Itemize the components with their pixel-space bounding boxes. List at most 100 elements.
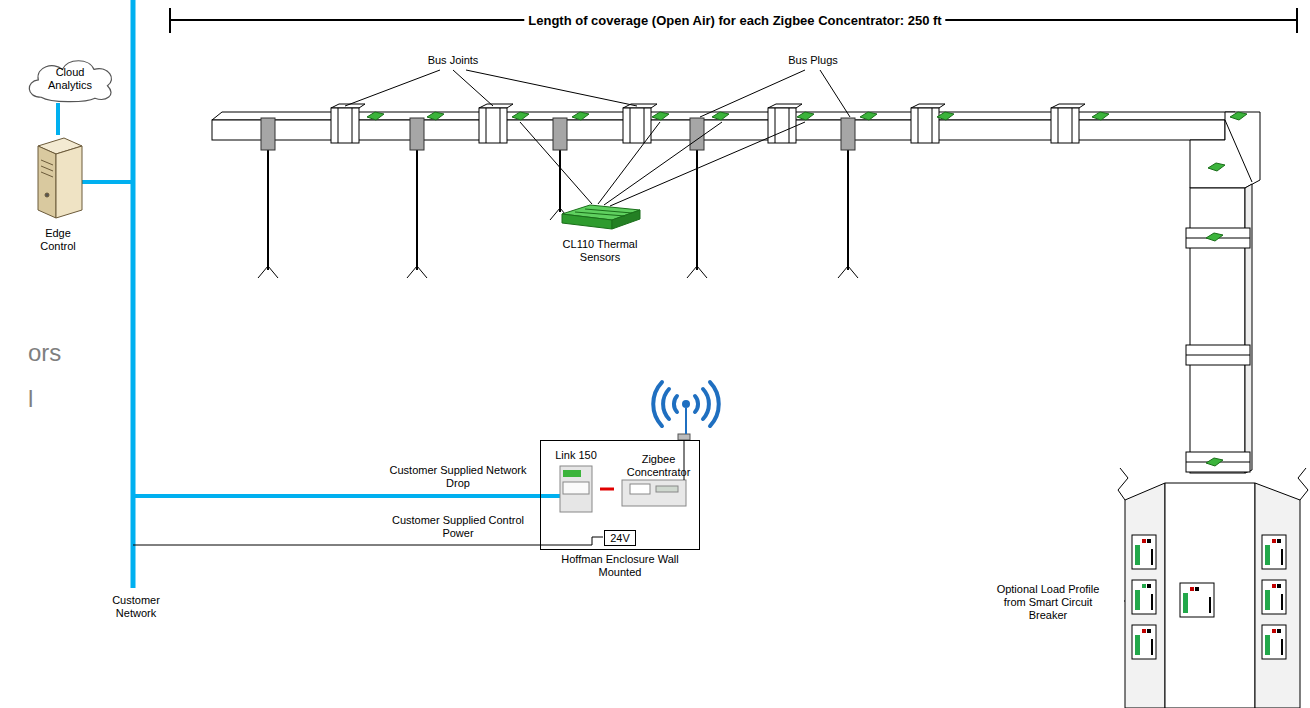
bus-joint — [623, 108, 651, 143]
bus-joint — [352, 108, 353, 143]
switchboard — [1118, 468, 1308, 708]
thermal-sensor — [572, 112, 589, 120]
enclosure-box: Hoffman Enclosure Wall MountedLink 150Zi… — [540, 440, 700, 550]
bus-plug — [258, 266, 278, 278]
breaker-bar — [1265, 545, 1270, 565]
thermal-sensor — [860, 112, 877, 120]
breaker-bar — [1265, 635, 1270, 655]
breaker-led — [1277, 584, 1281, 588]
bus-joint — [789, 108, 790, 143]
bus-plug — [553, 118, 567, 150]
breaker-bar — [1183, 593, 1188, 613]
bus-joint — [1058, 108, 1059, 143]
thermal-sensor — [1208, 163, 1225, 171]
smart-circuit-breaker — [1132, 535, 1286, 659]
bus-joint — [331, 104, 1250, 472]
antenna — [653, 382, 719, 480]
node-text: Cloud Analytics — [40, 66, 100, 92]
callout-label: Bus Joints — [428, 54, 479, 67]
breaker-led — [1147, 629, 1151, 633]
breaker-bar — [1135, 590, 1140, 610]
breaker-bar — [1281, 639, 1283, 655]
node-text: 24V — [610, 532, 630, 545]
thermal-sensor — [512, 112, 529, 120]
thermal-sensor — [1092, 112, 1109, 120]
bus-joint — [1186, 452, 1250, 472]
breaker-bar — [1265, 590, 1270, 610]
thermal-sensor — [1206, 233, 1223, 241]
smart-circuit-breaker — [1180, 583, 1214, 617]
breaker-led — [1190, 587, 1194, 591]
bus-joint — [775, 108, 776, 143]
bus-joint — [768, 104, 802, 108]
bus-joint — [644, 108, 645, 143]
bus-joint — [1186, 355, 1250, 356]
bus-plug — [267, 150, 269, 270]
breaker-bar — [1151, 594, 1153, 610]
bus-joint — [1051, 104, 1085, 108]
control-power-wire — [133, 537, 603, 545]
callout-label: Customer Network — [101, 594, 171, 620]
bus-plug — [687, 266, 707, 278]
bus-plug — [838, 266, 858, 278]
connector — [56, 103, 60, 135]
device-box: Link 150 — [552, 449, 600, 529]
thermal-sensor — [1230, 112, 1247, 120]
bus-plug — [407, 266, 427, 278]
callout-label: Bus Plugs — [788, 54, 838, 67]
cloud-shape: Cloud Analytics — [22, 55, 118, 103]
connector — [600, 488, 614, 491]
bus-joint — [932, 108, 933, 143]
bus-joint — [1186, 345, 1250, 365]
smart-circuit-breaker — [1132, 625, 1156, 659]
thermal-sensor — [712, 112, 729, 120]
breaker-led — [1272, 539, 1276, 543]
bus-joint — [479, 108, 507, 143]
callout-label: ors — [28, 338, 61, 367]
breaker-bar — [1151, 549, 1153, 565]
callout-label: l — [28, 384, 33, 413]
breaker-bar — [1151, 639, 1153, 655]
bus-plug — [559, 150, 561, 212]
thermal-sensor — [1206, 458, 1223, 466]
device-box: Edge Control — [25, 135, 91, 253]
device-box: 24V — [604, 530, 636, 546]
bus-plug — [847, 150, 849, 270]
bus-plug — [416, 150, 418, 270]
cloud-outline — [29, 61, 111, 102]
server-icon — [38, 138, 82, 218]
busway — [212, 112, 1260, 473]
bus-plug — [841, 118, 855, 150]
bus-joint — [500, 108, 501, 143]
bus-plug — [258, 118, 858, 278]
thermal-sensor — [367, 112, 384, 120]
thermal-sensor — [367, 112, 1247, 504]
breaker-led — [1272, 584, 1276, 588]
breaker-led — [1277, 539, 1281, 543]
bus-joint — [1051, 108, 1079, 143]
bus-joint — [338, 108, 339, 143]
node-text: Edge Control — [33, 227, 83, 253]
node-text: Link 150 — [555, 449, 597, 462]
smart-circuit-breaker — [1262, 580, 1286, 614]
bus-joint — [630, 108, 631, 143]
link150-device — [560, 466, 592, 512]
leader-line — [345, 70, 1180, 601]
callout-label: CL110 Thermal Sensors — [554, 238, 646, 264]
thermal-sensor — [427, 112, 444, 120]
bus-plug — [690, 118, 704, 150]
breaker-led — [1142, 629, 1146, 633]
breaker-led — [1277, 629, 1281, 633]
bus-joint — [331, 108, 359, 143]
breaker-bar — [1209, 597, 1211, 613]
device-box: Zigbee Concentrator — [614, 453, 703, 525]
node-text: Zigbee Concentrator — [614, 453, 703, 479]
thermal-sensor — [797, 112, 814, 120]
bus-joint — [918, 108, 919, 143]
breaker-led — [1142, 539, 1146, 543]
breaker-bar — [1135, 635, 1140, 655]
thermal-sensor — [937, 112, 954, 120]
